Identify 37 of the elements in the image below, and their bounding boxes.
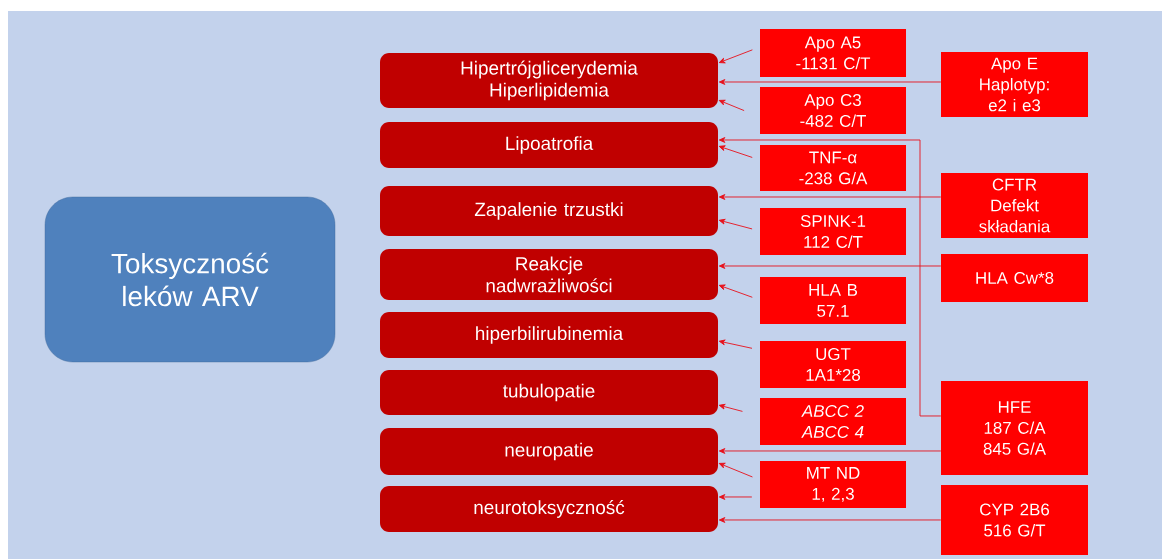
- arrow: [718, 194, 942, 200]
- gene-box: HFE 187 C/A 845 G/A: [941, 381, 1088, 475]
- arrow: [718, 49, 753, 64]
- gene-box: HLA Cw*8: [941, 254, 1088, 302]
- arrow: [718, 517, 942, 523]
- gene-box: CFTR Defekt składania: [941, 173, 1088, 238]
- effect-box: neuropatie: [380, 428, 718, 475]
- arrow: [718, 494, 753, 500]
- arrow: [718, 462, 753, 478]
- gene-box: Apo E Haplotyp: e2 i e3: [941, 52, 1088, 117]
- arrow: [718, 137, 942, 417]
- effect-box: Hipertrójglicerydemia Hiperlipidemia: [380, 53, 718, 108]
- effect-box: hiperbilirubinemia: [380, 312, 718, 358]
- gene-box: TNF-α -238 G/A: [760, 145, 906, 191]
- arrow: [718, 145, 753, 158]
- topic-box: Toksyczność leków ARV: [44, 196, 336, 363]
- gene-box: MT ND 1, 2,3: [760, 461, 906, 508]
- arrow: [718, 284, 753, 298]
- gene-box: Apo C3 -482 C/T: [760, 87, 906, 134]
- gene-box: UGT 1A1*28: [760, 341, 906, 388]
- arrow: [718, 218, 753, 230]
- effect-box: Reakcje nadwrażliwości: [380, 249, 718, 300]
- arrow: [718, 263, 942, 269]
- arrow: [718, 448, 942, 454]
- gene-box: ABCC 2 ABCC 4: [760, 398, 906, 445]
- arrow: [718, 99, 745, 112]
- gene-box: SPINK-1 112 C/T: [760, 208, 906, 255]
- arrow: [718, 403, 743, 412]
- arrow: [718, 339, 753, 349]
- effect-box: Zapalenie trzustki: [380, 186, 718, 236]
- gene-box: Apo A5 -1131 C/T: [760, 29, 906, 77]
- effect-box: tubulopatie: [380, 370, 718, 415]
- gene-box: CYP 2B6 516 G/T: [941, 485, 1088, 555]
- effect-box: neurotoksyczność: [380, 486, 718, 532]
- arrow: [718, 79, 942, 85]
- effect-box: Lipoatrofia: [380, 122, 718, 168]
- gene-box: HLA B 57.1: [760, 277, 906, 324]
